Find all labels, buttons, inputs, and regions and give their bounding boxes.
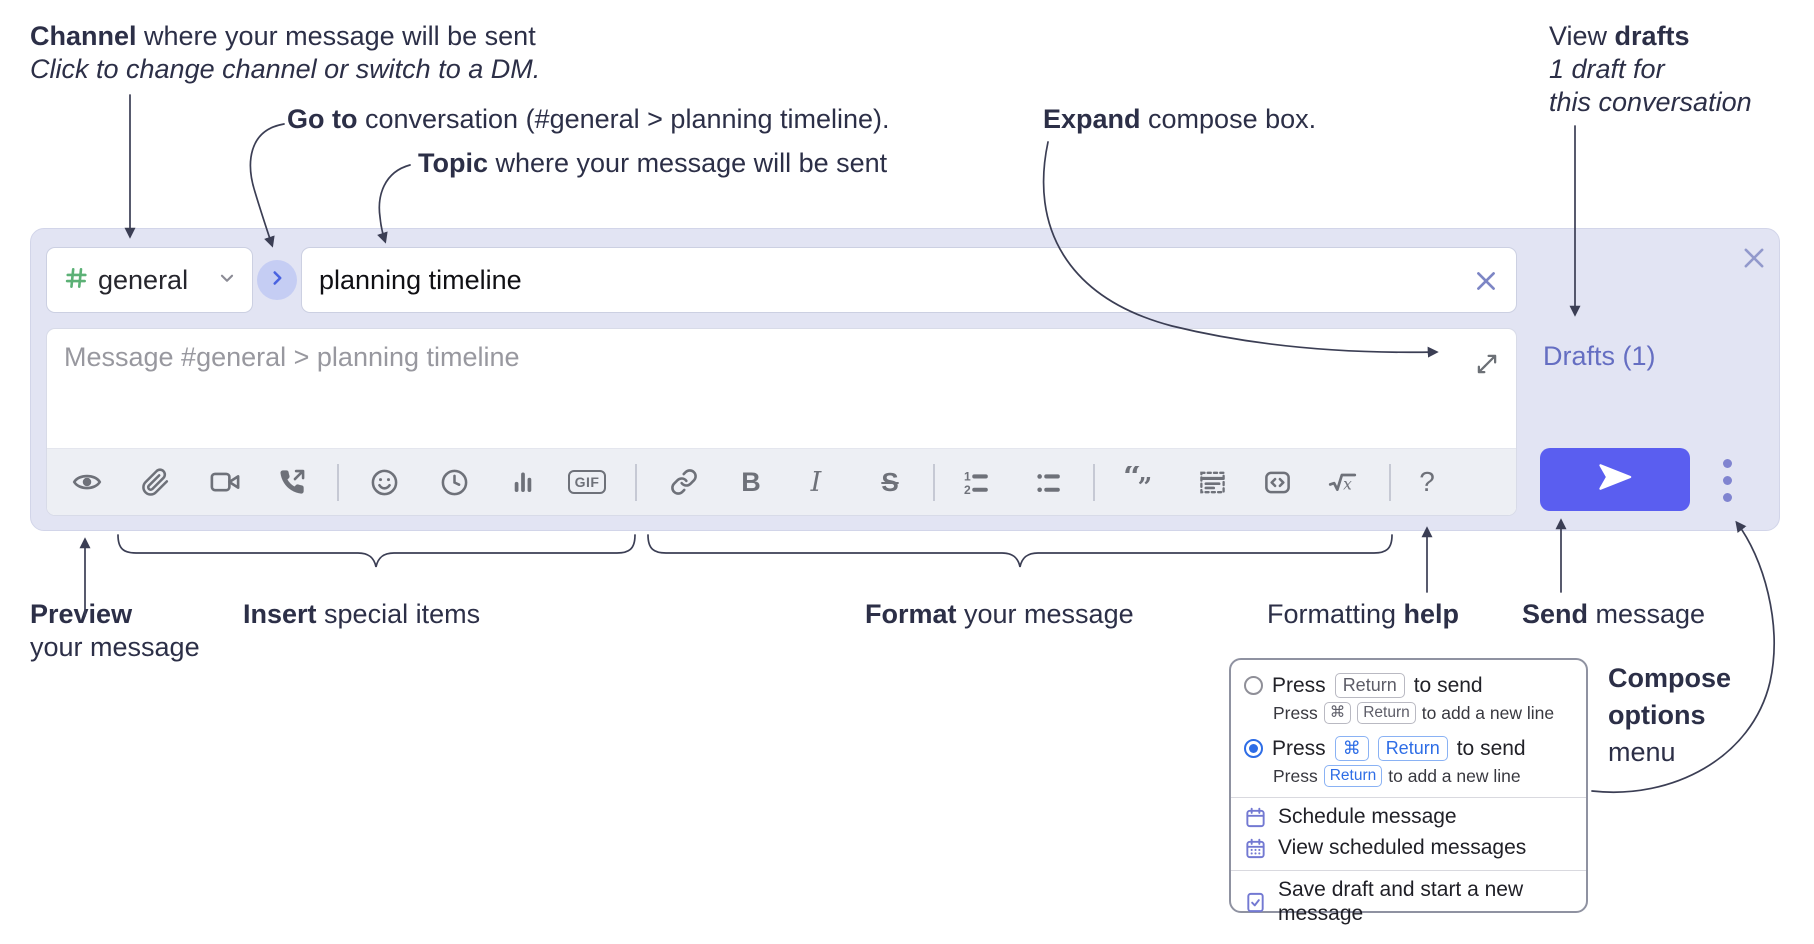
bold-button[interactable]: B <box>741 466 761 497</box>
cmd-keycap: ⌘ <box>1334 736 1369 761</box>
dot-icon <box>1722 475 1732 485</box>
message-formatting-help-button[interactable]: ? <box>1419 466 1435 497</box>
compose-toolbar: GIF B I S 1 <box>47 448 1516 515</box>
cmd-keycap: ⌘ <box>1323 702 1352 724</box>
expand-compose-icon[interactable] <box>1474 351 1500 377</box>
time-mention-button[interactable] <box>431 459 477 505</box>
topic-input[interactable]: planning timeline <box>301 247 1517 313</box>
topic-clear-icon[interactable] <box>1472 267 1500 295</box>
calendar-icon <box>1246 807 1265 827</box>
compose-options-menu-button[interactable] <box>1709 453 1745 507</box>
formatting-help-annotation: Formatting help <box>1267 599 1460 629</box>
expand-annotation: Expand compose box. <box>1043 104 1317 134</box>
svg-text:x: x <box>1343 475 1352 493</box>
goto-annotation: Go to conversation (#general > planning … <box>287 104 890 134</box>
drafts-link[interactable]: Drafts (1) <box>1543 341 1656 371</box>
option-cmd-enter-to-send[interactable]: Press ⌘ Return to send <box>1244 736 1573 761</box>
audio-call-button[interactable] <box>269 459 315 505</box>
option-enter-subtext: Press ⌘ Return to add a new line <box>1273 702 1555 724</box>
view-scheduled-messages-item[interactable]: View scheduled messages <box>1244 836 1573 860</box>
dot-icon <box>1722 458 1732 468</box>
channel-annotation: Channel where your message will be sent … <box>30 21 541 84</box>
toolbar-divider <box>337 464 339 501</box>
return-keycap: Return <box>1357 702 1416 724</box>
svg-text:“: “ <box>1123 466 1141 495</box>
svg-text:”: ” <box>1138 471 1153 498</box>
return-keycap: Return <box>1334 673 1405 698</box>
topic-annotation: Topic where your message will be sent <box>418 148 888 178</box>
popup-divider <box>1231 797 1586 798</box>
numbered-list-button[interactable]: 1 2 <box>952 459 998 505</box>
attach-file-button[interactable] <box>132 459 178 505</box>
compose-options-popup: Press Return to send Press ⌘ Return to a… <box>1229 658 1588 925</box>
go-to-conversation-button[interactable] <box>257 260 297 300</box>
view-drafts-annotation: View drafts 1 draft for this conversatio… <box>1549 21 1752 117</box>
option-cmd-enter-subtext: Press Return to add a new line <box>1273 765 1521 787</box>
return-keycap: Return <box>1377 736 1448 761</box>
toolbar-divider <box>1389 464 1391 501</box>
close-compose-icon[interactable] <box>1740 244 1768 272</box>
math-button[interactable]: x <box>1319 459 1365 505</box>
strikethrough-button[interactable]: S <box>881 466 899 497</box>
message-input-area[interactable]: Message #general > planning timeline <box>46 328 1517 516</box>
poll-button[interactable] <box>500 459 546 505</box>
code-button[interactable] <box>1254 459 1300 505</box>
channel-name: general <box>98 264 189 295</box>
italic-button[interactable]: I <box>810 466 822 498</box>
send-annotation: Send message <box>1522 599 1706 629</box>
gif-button[interactable]: GIF <box>564 459 610 505</box>
toolbar-divider <box>635 464 637 501</box>
format-annotation: Format your message <box>865 599 1134 629</box>
svg-text:1: 1 <box>964 469 971 483</box>
save-draft-item[interactable]: Save draft and start a new message <box>1244 878 1573 926</box>
hash-icon <box>63 265 89 296</box>
message-placeholder: Message #general > planning timeline <box>64 342 520 372</box>
insert-annotation: Insert special items <box>243 599 481 629</box>
topic-value: planning timeline <box>319 264 522 295</box>
calendar-grid-icon <box>1246 838 1265 858</box>
send-icon <box>1596 458 1634 501</box>
toolbar-divider <box>1093 464 1095 501</box>
bulleted-list-button[interactable] <box>1024 459 1070 505</box>
compose-box: general planning timeline Message #gener… <box>30 228 1780 531</box>
preview-annotation: Preview your message <box>30 599 200 662</box>
chevron-down-icon <box>216 267 238 294</box>
return-keycap: Return <box>1323 765 1383 787</box>
spoiler-button[interactable] <box>1189 459 1235 505</box>
toolbar-divider <box>933 464 935 501</box>
dot-icon <box>1722 492 1732 502</box>
svg-text:2: 2 <box>964 482 971 496</box>
popup-divider <box>1231 870 1586 871</box>
channel-selector[interactable]: general <box>46 247 253 313</box>
compose-options-annotation: Compose options menu <box>1608 663 1732 767</box>
draft-check-icon <box>1247 892 1264 912</box>
video-call-button[interactable] <box>202 459 248 505</box>
preview-button[interactable] <box>64 459 110 505</box>
radio-unselected-icon[interactable] <box>1244 676 1263 695</box>
option-enter-to-send[interactable]: Press Return to send <box>1244 673 1573 698</box>
link-button[interactable] <box>661 459 707 505</box>
schedule-message-item[interactable]: Schedule message <box>1244 805 1573 829</box>
quote-button[interactable]: “ ” <box>1116 459 1162 505</box>
emoji-button[interactable] <box>361 459 407 505</box>
radio-selected-icon[interactable] <box>1244 739 1263 758</box>
send-button[interactable] <box>1540 448 1690 511</box>
chevron-right-icon <box>266 267 288 294</box>
